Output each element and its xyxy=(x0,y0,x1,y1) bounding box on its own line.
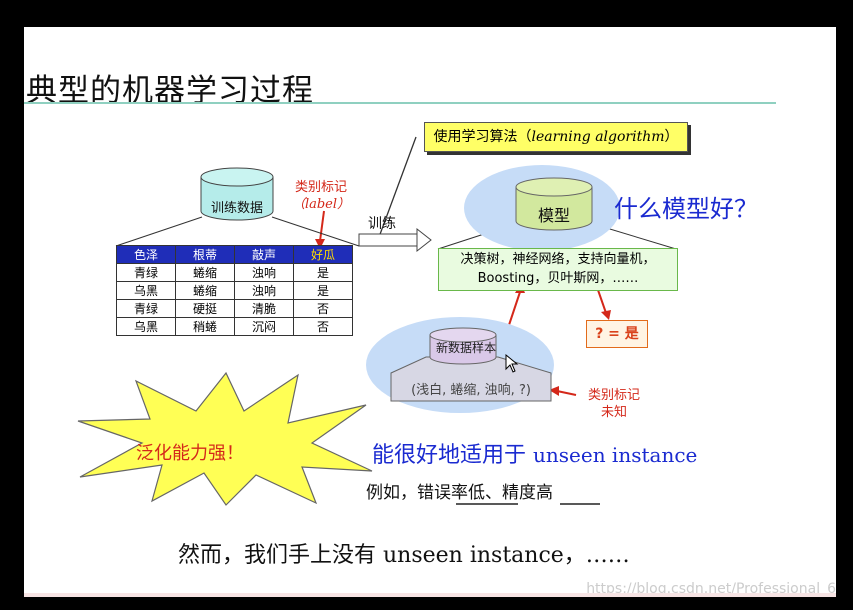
table-cell: 硬挺 xyxy=(175,299,235,318)
algorithm-close: ） xyxy=(664,129,679,145)
table-row: 乌黑 稍蜷 沉闷 否 xyxy=(116,317,353,336)
table-cell: 是 xyxy=(293,263,353,282)
cylinder-database-icon xyxy=(200,167,274,221)
model-list-line1: 决策树，神经网络，支持向量机， xyxy=(460,252,656,267)
new-sample-shapes xyxy=(390,327,552,402)
new-sample-value: (浅白, 蜷缩, 浊响, ?) xyxy=(411,383,531,398)
train-arrow-label: 训练 xyxy=(368,216,396,232)
table-cell: 清脆 xyxy=(234,299,294,318)
table-cell: 青绿 xyxy=(116,263,176,282)
title-divider xyxy=(24,102,776,104)
algo-connector-line xyxy=(378,136,417,238)
table-cell: 浊响 xyxy=(234,281,294,300)
sample-up-arrow-line xyxy=(508,291,521,326)
class-label-line1: 类别标记 xyxy=(294,180,347,195)
table-cell: 蜷缩 xyxy=(175,281,235,300)
bottom-text: 然而，我们手上没有 unseen instance，…… xyxy=(178,543,630,568)
slide: 典型的机器学习过程 使用学习算法（learning algorithm） xyxy=(24,27,836,597)
unknown-arrow-line xyxy=(556,390,577,396)
table-cell: 是 xyxy=(293,281,353,300)
model-question: 什么模型好？ xyxy=(614,195,758,223)
new-sample-label: 新数据样本 xyxy=(435,341,496,355)
algorithm-italic: learning algorithm xyxy=(531,129,665,145)
table-cell: 浊响 xyxy=(234,263,294,282)
table-header: 根蒂 xyxy=(175,245,235,264)
label-arrow-line xyxy=(319,210,325,242)
class-label-line2: （label） xyxy=(291,197,351,212)
answer-arrow-line xyxy=(597,289,607,314)
answer-box: ? = 是 xyxy=(586,320,648,348)
db-table-line-left xyxy=(115,216,203,247)
model-list-line2: Boosting，贝叶斯网，…… xyxy=(477,271,639,286)
table-header: 好瓜 xyxy=(293,245,353,264)
db-table-line-right xyxy=(271,216,360,247)
training-table: 色泽 根蒂 敲声 好瓜 青绿 蜷缩 浊响 是 乌黑 蜷缩 浊响 是 青绿 硬挺 … xyxy=(116,245,353,336)
generalization-text: 能很好地适用于 unseen instance xyxy=(372,437,697,469)
unknown-label: 类别标记 未知 xyxy=(579,387,649,421)
table-cell: 稍蜷 xyxy=(175,317,235,336)
unknown-label-line1: 类别标记 xyxy=(587,388,640,403)
starburst-text: 泛化能力强！ xyxy=(136,443,244,464)
table-header: 敲声 xyxy=(234,245,294,264)
class-label: 类别标记 （label） xyxy=(286,179,356,213)
algorithm-label: 使用学习算法（ xyxy=(433,129,532,145)
model-label: 模型 xyxy=(537,206,570,225)
table-cell: 蜷缩 xyxy=(175,263,235,282)
table-cell: 否 xyxy=(293,317,353,336)
training-data-label: 训练数据 xyxy=(210,201,263,216)
answer-arrow-head xyxy=(601,310,611,320)
unknown-arrow-head xyxy=(549,386,559,396)
cylinder-database-icon xyxy=(515,177,593,231)
table-row: 乌黑 蜷缩 浊响 是 xyxy=(116,281,353,300)
learning-algorithm-box: 使用学习算法（learning algorithm） xyxy=(424,122,688,152)
table-header-row: 色泽 根蒂 敲声 好瓜 xyxy=(116,245,353,264)
model-list-box: 决策树，神经网络，支持向量机， Boosting，贝叶斯网，…… xyxy=(438,248,678,291)
generalization-text-cn: 能很好地适用于 xyxy=(372,443,533,468)
table-row: 青绿 硬挺 清脆 否 xyxy=(116,299,353,318)
arrow-right-icon xyxy=(358,227,432,253)
table-cell: 乌黑 xyxy=(116,281,176,300)
cylinder-database-icon xyxy=(429,327,497,365)
table-header: 色泽 xyxy=(116,245,176,264)
table-cell: 乌黑 xyxy=(116,317,176,336)
mouse-cursor-icon xyxy=(505,353,519,373)
generalization-text-en: unseen instance xyxy=(533,443,698,467)
bottom-strip xyxy=(24,593,836,597)
label-arrow-head xyxy=(315,239,325,249)
starburst-icon xyxy=(77,371,373,506)
unknown-label-line2: 未知 xyxy=(600,405,627,420)
table-cell: 否 xyxy=(293,299,353,318)
table-row: 青绿 蜷缩 浊响 是 xyxy=(116,263,353,282)
example-text: 例如，错误率低、精度高 xyxy=(366,483,553,503)
table-cell: 青绿 xyxy=(116,299,176,318)
table-cell: 沉闷 xyxy=(234,317,294,336)
